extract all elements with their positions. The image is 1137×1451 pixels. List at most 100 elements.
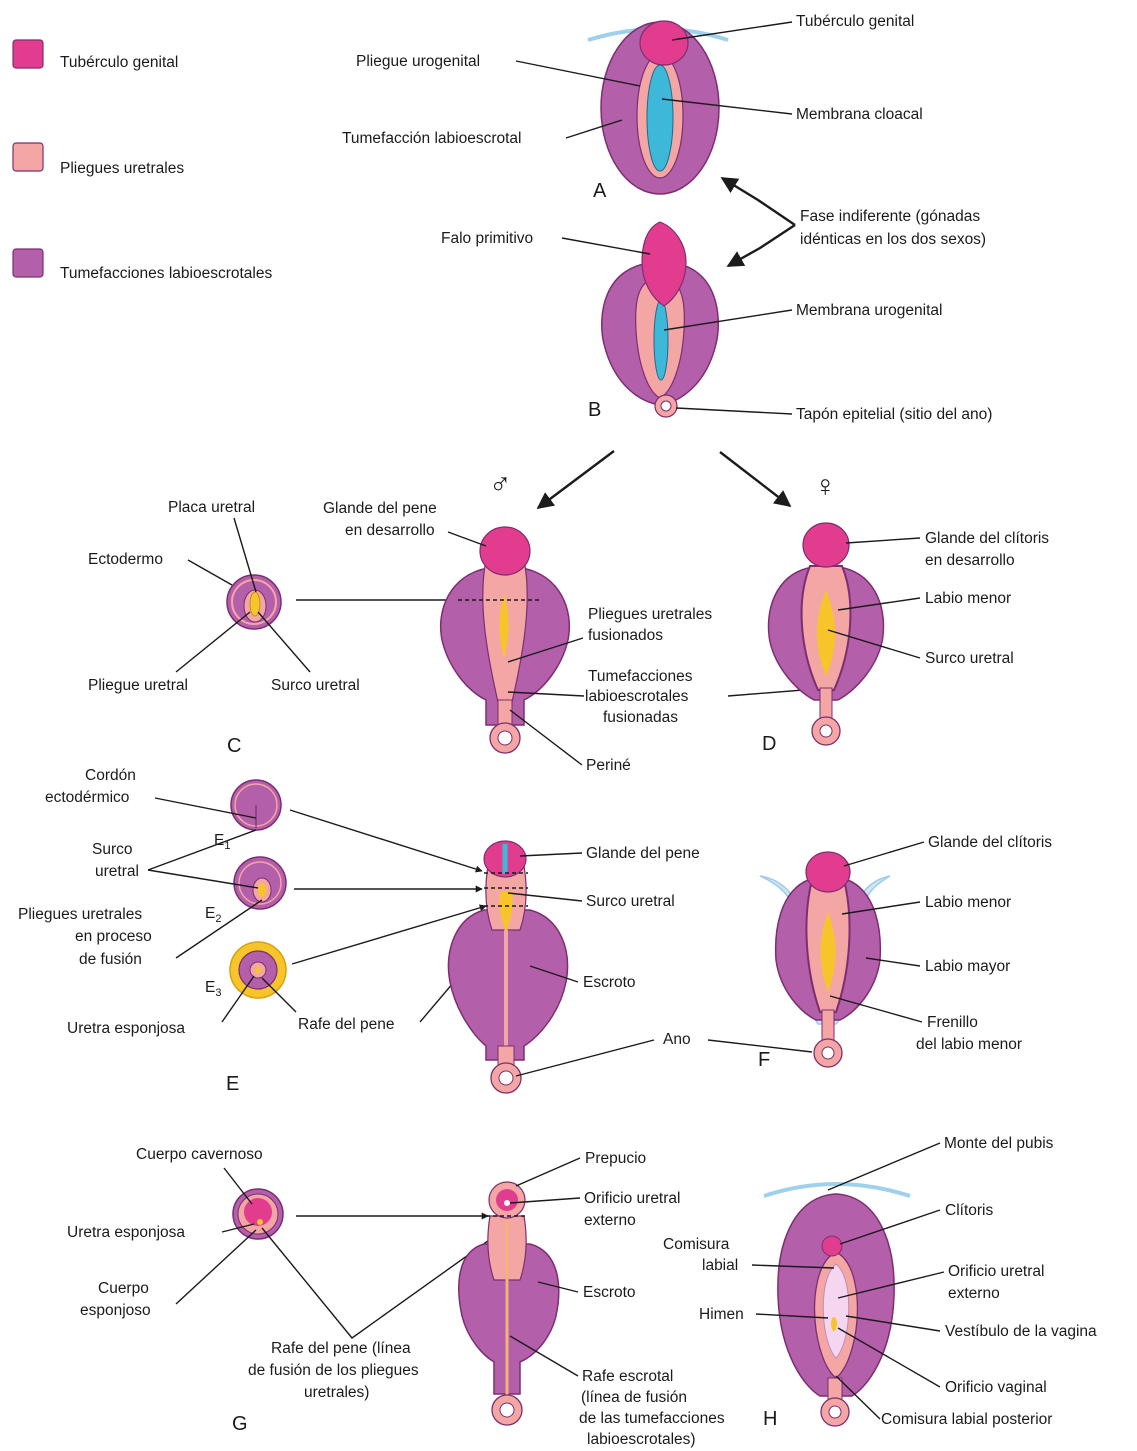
panel-c-label-glande-2: en desarrollo — [345, 522, 435, 539]
panel-b: B Falo primitivo Membrana urogenital Tap… — [441, 222, 992, 508]
panel-h: H Monte del pubis Clítoris Comisura labi… — [663, 1135, 1097, 1430]
panel-a-letter: A — [593, 180, 607, 202]
panel-c-label-tumef-2: labioescrotales — [585, 688, 689, 705]
panel-h-label-orificio-1: Orificio uretral — [948, 1263, 1044, 1280]
panel-c-label-fusionados-1: Pliegues uretrales — [588, 606, 712, 623]
panel-h-label-clitoris: Clítoris — [945, 1202, 993, 1219]
panel-e-label-uretra: Uretra esponjosa — [67, 1020, 185, 1037]
panel-g-label-rafe-escrotal-1: Rafe escrotal — [582, 1368, 673, 1385]
panel-e-label-surco-2: uretral — [95, 863, 139, 880]
panel-b-membrana — [654, 300, 668, 380]
panel-g-label-prepucio: Prepucio — [585, 1150, 646, 1167]
panel-d-label-surco: Surco uretral — [925, 650, 1014, 667]
panel-h-clitoris — [822, 1236, 842, 1256]
panel-h-letter: H — [763, 1408, 777, 1430]
panel-a-fase-line1: Fase indiferente (gónadas — [800, 208, 980, 225]
panel-g-label-orificio-1: Orificio uretral — [584, 1190, 680, 1207]
panel-c-label-pliegue: Pliegue uretral — [88, 677, 188, 694]
panel-a-tuberculo — [640, 21, 688, 65]
panel-h-label-monte: Monte del pubis — [944, 1135, 1054, 1152]
panel-h-label-vaginal: Orificio vaginal — [945, 1379, 1047, 1396]
panel-c-label-tumef-3: fusionadas — [603, 709, 678, 726]
panel-d-label-glande-2: en desarrollo — [925, 552, 1015, 569]
panel-d-glande — [803, 523, 849, 567]
panel-g-label-esponjoso-1: Cuerpo — [98, 1280, 149, 1297]
panel-h-label-himen: Himen — [699, 1306, 744, 1323]
panel-g-label-rafe-3: uretrales) — [304, 1384, 369, 1401]
panel-e-label-cordon-2: ectodérmico — [45, 789, 129, 806]
legend-label-tuberculo: Tubérculo genital — [60, 54, 178, 71]
panel-c-label-tumef-1: Tumefacciones — [588, 668, 693, 685]
panel-c-label-surco: Surco uretral — [271, 677, 360, 694]
panel-g-label-rafe-1: Rafe del pene (línea — [271, 1340, 411, 1357]
panel-f-label-glande: Glande del clítoris — [928, 834, 1052, 851]
panel-e-label-pliegues-1: Pliegues uretrales — [18, 906, 142, 923]
legend-label-tumefacciones: Tumefacciones labioescrotales — [60, 265, 272, 282]
panel-e-label-glande: Glande del pene — [586, 845, 700, 862]
panel-e-label-pliegues-2: en proceso — [75, 928, 152, 945]
panel-e-label-ano: Ano — [663, 1031, 691, 1048]
panel-a-membrana — [647, 65, 673, 171]
panel-a-label-pliegue: Pliegue urogenital — [356, 53, 480, 70]
female-symbol: ♀ — [814, 470, 837, 503]
panel-e2-tag: E2 — [205, 905, 221, 925]
panel-f-label-frenillo-1: Frenillo — [927, 1014, 978, 1031]
panel-b-label-tapon: Tapón epitelial (sitio del ano) — [796, 406, 992, 423]
panel-d-label-glande-1: Glande del clítoris — [925, 530, 1049, 547]
panel-f: F Glande del clítoris Labio menor Labio … — [758, 834, 1052, 1071]
panel-f-label-frenillo-2: del labio menor — [916, 1036, 1022, 1053]
panel-h-label-comisura-1: Comisura — [663, 1236, 730, 1253]
panel-e-label-surco-1: Surco — [92, 841, 133, 858]
legend: Tubérculo genital Pliegues uretrales Tum… — [13, 40, 272, 282]
male-symbol: ♂ — [489, 468, 512, 501]
legend-swatch-pliegues — [13, 143, 43, 171]
panel-h-label-vestibulo: Vestíbulo de la vagina — [945, 1323, 1097, 1340]
panel-f-label-labio-menor: Labio menor — [925, 894, 1011, 911]
panel-g-label-orificio-2: externo — [584, 1212, 636, 1229]
panel-g-label-esponjoso-2: esponjoso — [80, 1302, 151, 1319]
panel-f-label-labio-mayor: Labio mayor — [925, 958, 1010, 975]
legend-swatch-tuberculo — [13, 40, 43, 68]
panel-e-label-pliegues-3: de fusión — [79, 951, 142, 968]
panel-e3-tag: E3 — [205, 979, 221, 999]
panel-c: Placa uretral Ectodermo Pliegue uretral … — [88, 499, 828, 774]
panel-a-label-membrana: Membrana cloacal — [796, 106, 923, 123]
panel-g-label-rafe-2: de fusión de los pliegues — [248, 1362, 419, 1379]
panel-d: D Glande del clítoris en desarrollo Labi… — [762, 523, 1049, 755]
panel-c-label-glande-1: Glande del pene — [323, 500, 437, 517]
panel-b-label-falo: Falo primitivo — [441, 230, 533, 247]
panel-c-label-fusionados-2: fusionados — [588, 627, 663, 644]
panel-h-label-orificio-2: externo — [948, 1285, 1000, 1302]
panel-e-label-cordon-1: Cordón — [85, 767, 136, 784]
panel-g-label-rafe-escrotal-2: (línea de fusión — [581, 1389, 687, 1406]
panel-e-label-surco-r: Surco uretral — [586, 893, 675, 910]
panel-g-label-uretra: Uretra esponjosa — [67, 1224, 185, 1241]
panel-f-letter: F — [758, 1049, 770, 1071]
panel-g: Cuerpo cavernoso Uretra esponjosa Cuerpo… — [67, 1146, 725, 1448]
panel-g-label-escroto: Escroto — [583, 1284, 636, 1301]
panel-h-label-posterior: Comisura labial posterior — [881, 1411, 1052, 1428]
panel-g-letter: G — [232, 1413, 248, 1435]
panel-c-letter: C — [227, 735, 241, 757]
panel-c-glande — [480, 527, 530, 575]
panel-f-glande — [806, 852, 850, 892]
panel-h-label-comisura-2: labial — [702, 1257, 738, 1274]
panel-a-label-tuberculo: Tubérculo genital — [796, 13, 914, 30]
panel-g-label-rafe-escrotal-3: de las tumefacciones — [579, 1410, 725, 1427]
panel-c-label-perine: Periné — [586, 757, 631, 774]
panel-g-label-cavernoso: Cuerpo cavernoso — [136, 1146, 263, 1163]
panel-c-label-ectodermo: Ectodermo — [88, 551, 163, 568]
panel-d-letter: D — [762, 733, 776, 755]
panel-c-label-placa: Placa uretral — [168, 499, 255, 516]
panel-a-fase-line2: idénticas en los dos sexos) — [800, 231, 986, 248]
legend-swatch-tumefacciones — [13, 249, 43, 277]
legend-label-pliegues: Pliegues uretrales — [60, 160, 184, 177]
panel-b-label-membrana: Membrana urogenital — [796, 302, 942, 319]
panel-e-label-escroto: Escroto — [583, 974, 636, 991]
panel-g-label-rafe-escrotal-4: labioescrotales) — [587, 1431, 696, 1448]
panel-d-label-labio: Labio menor — [925, 590, 1011, 607]
panel-b-letter: B — [588, 399, 601, 421]
panel-e-label-rafe: Rafe del pene — [298, 1016, 395, 1033]
